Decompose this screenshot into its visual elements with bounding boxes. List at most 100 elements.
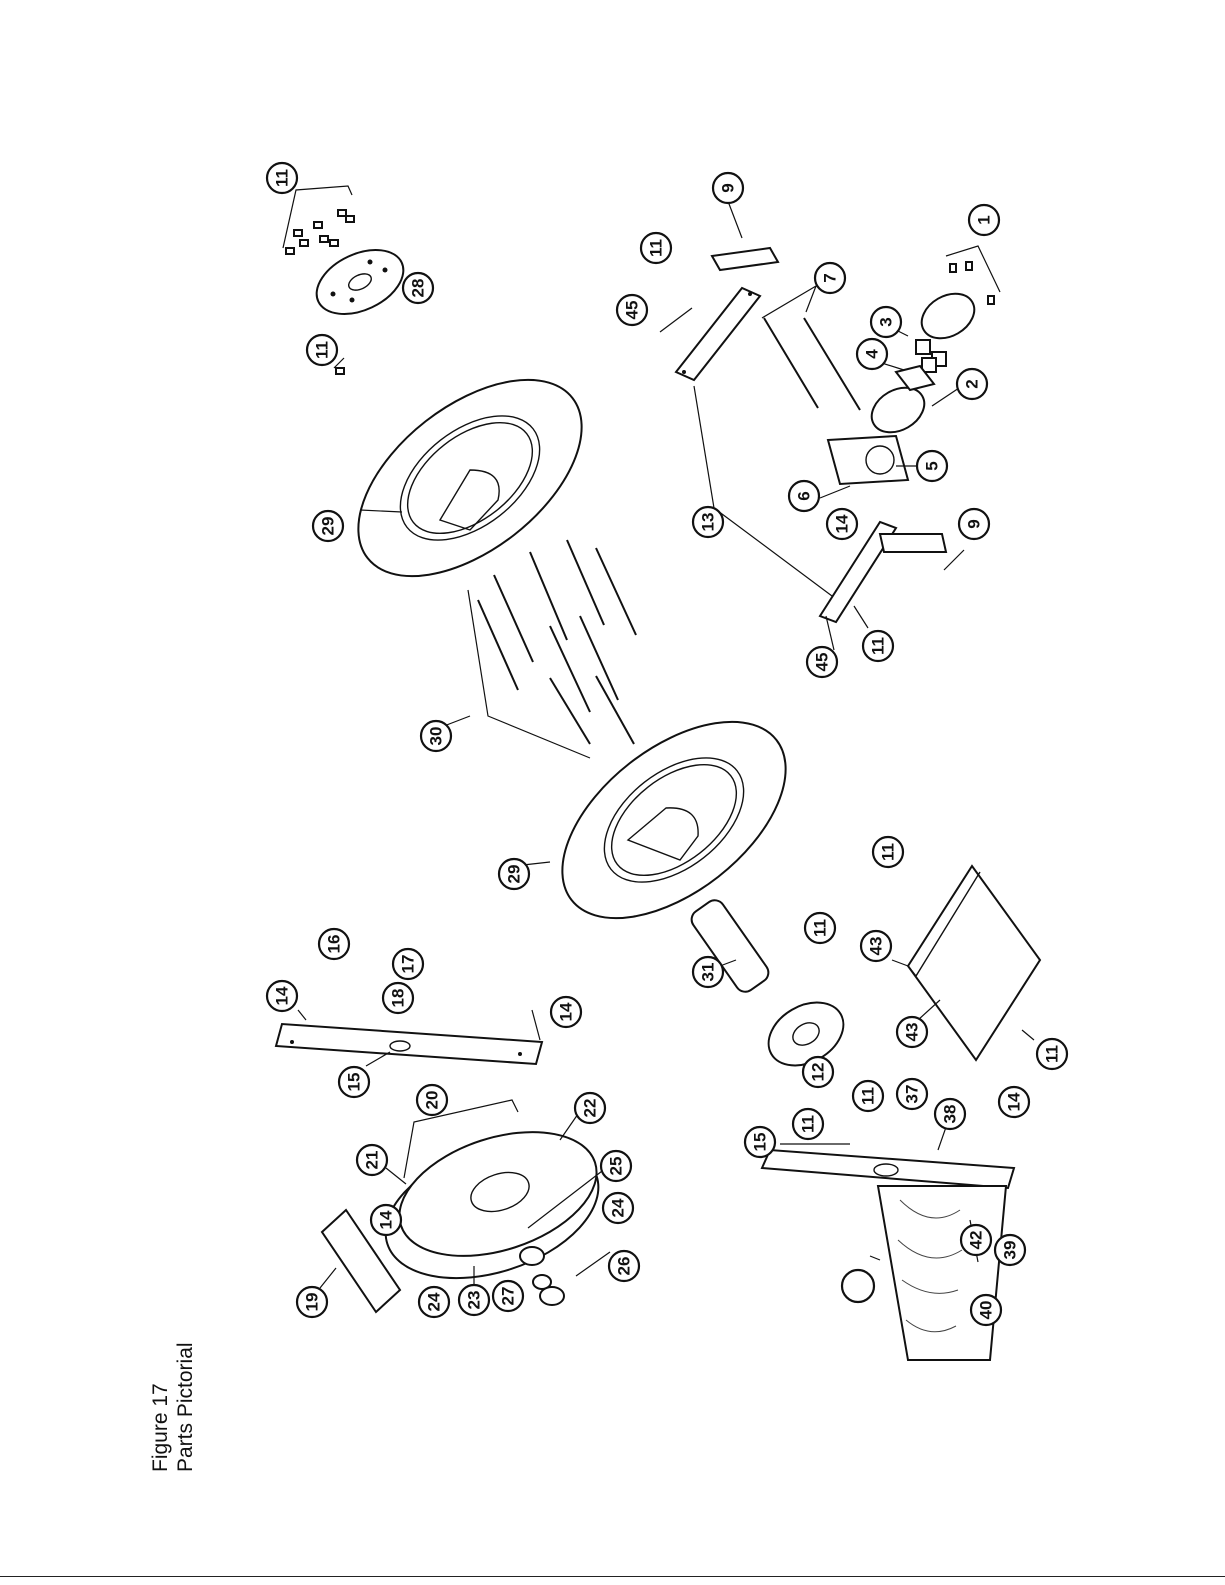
- callout-label: 15: [751, 1133, 770, 1152]
- callout-label: 11: [273, 169, 292, 187]
- part-5-bracket: [828, 436, 908, 484]
- callout-42: 42: [961, 1225, 991, 1255]
- page-bottom-rule: [0, 1576, 1225, 1577]
- callout-label: 43: [903, 1023, 922, 1042]
- callout-label: 6: [795, 491, 814, 500]
- callout-31: 31: [693, 957, 723, 987]
- callout-label: 40: [977, 1301, 996, 1320]
- callout-label: 3: [877, 317, 896, 326]
- part-13-frame-top: [676, 248, 778, 380]
- callout-16: 16: [319, 929, 349, 959]
- callout-11g: 11: [1037, 1039, 1067, 1069]
- callout-label: 19: [303, 1293, 322, 1312]
- callout-5: 5: [917, 451, 947, 481]
- callout-label: 11: [859, 1087, 878, 1105]
- callout-9a: 9: [713, 173, 743, 203]
- callout-40: 40: [971, 1295, 1001, 1325]
- part-26-27-washers: [520, 1247, 564, 1305]
- callout-45a: 45: [617, 295, 647, 325]
- callout-17: 17: [393, 949, 423, 979]
- callout-13: 13: [693, 507, 723, 537]
- callout-27: 27: [493, 1281, 523, 1311]
- part-15-bar-lower: [762, 1150, 1014, 1188]
- callout-label: 30: [427, 727, 446, 746]
- callout-11h: 11: [793, 1109, 823, 1139]
- callout-1: 1: [969, 205, 999, 235]
- callout-label: 27: [499, 1287, 518, 1306]
- callout-label: 14: [273, 986, 292, 1005]
- callout-6: 6: [789, 481, 819, 511]
- callout-14a: 14: [827, 509, 857, 539]
- callout-label: 43: [867, 937, 886, 956]
- callout-label: 5: [923, 461, 942, 470]
- part-38-motor-box: [878, 1186, 1006, 1360]
- callout-14b: 14: [267, 981, 297, 1011]
- callout-11b: 11: [307, 335, 337, 365]
- callout-label: 45: [813, 653, 832, 672]
- callout-29a: 29: [313, 511, 343, 541]
- callout-14e: 14: [999, 1087, 1029, 1117]
- part-11-single-bolt: [336, 368, 344, 374]
- callout-label: 12: [809, 1063, 828, 1082]
- part-11-bolts-top: [283, 186, 354, 254]
- callout-label: 1: [975, 215, 994, 224]
- callout-11d: 11: [863, 631, 893, 661]
- callout-label: 4: [863, 349, 882, 359]
- callout-4: 4: [857, 339, 887, 369]
- callout-label: 11: [799, 1115, 818, 1133]
- callout-14d: 14: [371, 1205, 401, 1235]
- callout-11a: 11: [267, 163, 297, 193]
- part-30-rods: [468, 540, 636, 758]
- callout-label: 16: [325, 935, 344, 954]
- callout-18: 18: [383, 983, 413, 1013]
- callout-38: 38: [935, 1099, 965, 1129]
- callout-label: 20: [423, 1091, 442, 1110]
- part-7-rods: [762, 286, 860, 410]
- callout-label: 15: [345, 1073, 364, 1092]
- part-28-plate: [306, 237, 413, 327]
- part-20-wheel: [368, 1100, 616, 1303]
- callout-7: 7: [815, 263, 845, 293]
- callout-22: 22: [575, 1093, 605, 1123]
- callout-label: 45: [623, 301, 642, 320]
- callout-label: 9: [965, 519, 984, 528]
- callout-19: 19: [297, 1287, 327, 1317]
- callout-label: 39: [1001, 1241, 1020, 1260]
- callout-label: 14: [833, 514, 852, 533]
- callout-29b: 29: [499, 859, 529, 889]
- callout-21: 21: [357, 1145, 387, 1175]
- part-29-disc-lower: [527, 683, 821, 957]
- callout-11f: 11: [873, 837, 903, 867]
- callout-11e: 11: [805, 913, 835, 943]
- part-15-bar-upper: [276, 1024, 542, 1064]
- callout-2: 2: [957, 369, 987, 399]
- callout-3: 3: [871, 307, 901, 337]
- callout-label: 11: [811, 919, 830, 937]
- callout-11i: 11: [853, 1081, 883, 1111]
- callout-26: 26: [609, 1251, 639, 1281]
- callout-37: 37: [897, 1079, 927, 1109]
- callout-label: 11: [1043, 1045, 1062, 1063]
- callout-label: 18: [389, 989, 408, 1008]
- callout-label: 17: [399, 955, 418, 974]
- callout-14c: 14: [551, 997, 581, 1027]
- callout-30: 30: [421, 721, 451, 751]
- callout-15a: 15: [339, 1067, 369, 1097]
- callout-label: 13: [699, 513, 718, 532]
- callout-label: 7: [821, 273, 840, 282]
- callout-label: 14: [377, 1210, 396, 1229]
- callout-25: 25: [601, 1151, 631, 1181]
- part-29-disc-upper: [323, 341, 617, 615]
- callout-24a: 24: [603, 1193, 633, 1223]
- callout-label: 11: [647, 239, 666, 257]
- callout-label: 28: [409, 279, 428, 298]
- callout-15b: 15: [745, 1127, 775, 1157]
- callout-blank: [842, 1270, 874, 1302]
- callout-label: 9: [719, 183, 738, 192]
- callout-circle: [842, 1270, 874, 1302]
- callout-label: 29: [319, 517, 338, 536]
- callout-label: 11: [879, 843, 898, 861]
- callout-39: 39: [995, 1235, 1025, 1265]
- callout-label: 42: [967, 1231, 986, 1250]
